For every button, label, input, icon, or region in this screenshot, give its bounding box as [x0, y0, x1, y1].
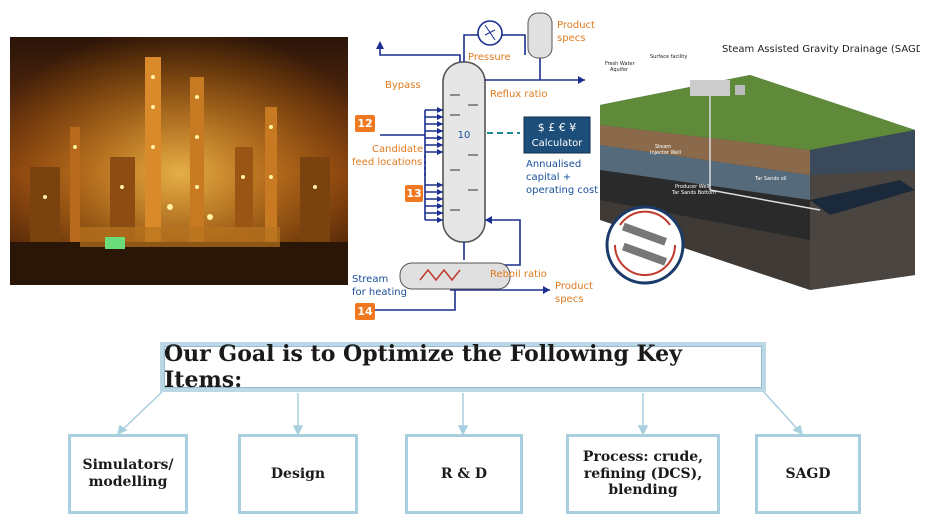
stream-box-13	[405, 185, 423, 202]
sagd-title: Steam Assisted Gravity Drainage (SAGD)	[722, 44, 920, 55]
svg-text:Candidate: Candidate	[372, 144, 423, 155]
item-label: Simulators/ modelling	[82, 457, 174, 490]
item-process: Process: crude, refining (DCS), blending	[566, 434, 720, 514]
tar-sands-bottom-label: Tar Sands Bottom	[671, 190, 716, 196]
sagd-illustration: Steam Assisted Gravity Drainage (SAGD) F…	[600, 44, 920, 290]
calculator-symbols: $ £ € ¥	[538, 121, 576, 134]
item-label: Process: crude, refining (DCS), blending	[582, 448, 704, 499]
column-stage-number: 10	[458, 130, 471, 141]
reboil-ratio-label: Reboil ratio	[490, 269, 547, 280]
svg-text:operating cost: operating cost	[526, 185, 598, 196]
reflux-ratio-label: Reflux ratio	[490, 89, 547, 100]
stream-box-14	[355, 303, 375, 320]
svg-text:for heating: for heating	[352, 287, 407, 298]
item-simulators-modelling: Simulators/ modelling	[68, 434, 188, 514]
tar-sands-oil-label: Tar Sands oil	[754, 176, 787, 182]
bypass-label: Bypass	[385, 80, 421, 91]
item-label: SAGD	[785, 465, 831, 482]
item-design: Design	[238, 434, 358, 514]
steam-injector-label: Steam	[655, 144, 671, 150]
svg-text:Injector Well: Injector Well	[650, 150, 681, 156]
goal-heading: Our Goal is to Optimize the Following Ke…	[164, 341, 682, 393]
surface-facility-label: Surface facility	[650, 54, 687, 60]
product-specs-bottom-label: Product specs	[555, 281, 593, 305]
distillation-column-diagram: 12 13 14 $ £ € ¥ Calculator 10 Pressure …	[352, 12, 598, 320]
pressure-label: Pressure	[468, 52, 511, 63]
refinery-photo	[10, 37, 348, 285]
svg-text:specs: specs	[557, 33, 585, 44]
svg-text:Product: Product	[557, 20, 595, 31]
fresh-water-label: Fresh Water	[605, 61, 636, 67]
svg-text:Stream: Stream	[352, 274, 388, 285]
calculator-label: Calculator	[532, 138, 584, 149]
svg-text:capital +: capital +	[526, 172, 571, 183]
stream-for-heating-label: Stream for heating	[352, 274, 407, 298]
stream-box-12	[355, 115, 375, 132]
item-label: Design	[270, 465, 326, 482]
item-r-and-d: R & D	[405, 434, 523, 514]
producer-well-label: Producer Well	[675, 184, 709, 190]
product-specs-top-label: Product specs	[557, 20, 595, 44]
stream-number-13: 13	[406, 187, 421, 200]
annualised-cost-label: Annualised capital + operating cost	[526, 159, 598, 196]
item-sagd: SAGD	[755, 434, 861, 514]
svg-text:Annualised: Annualised	[526, 159, 581, 170]
stream-number-14: 14	[357, 305, 373, 318]
item-label: R & D	[440, 465, 488, 482]
svg-text:Aquifer: Aquifer	[610, 67, 629, 73]
candidate-feed-label: Candidate feed locations	[352, 144, 423, 168]
svg-text:feed locations: feed locations	[352, 157, 422, 168]
svg-text:specs: specs	[555, 294, 583, 305]
stream-number-12: 12	[357, 117, 372, 130]
goal-banner: Our Goal is to Optimize the Following Ke…	[160, 341, 766, 393]
svg-text:Product: Product	[555, 281, 593, 292]
